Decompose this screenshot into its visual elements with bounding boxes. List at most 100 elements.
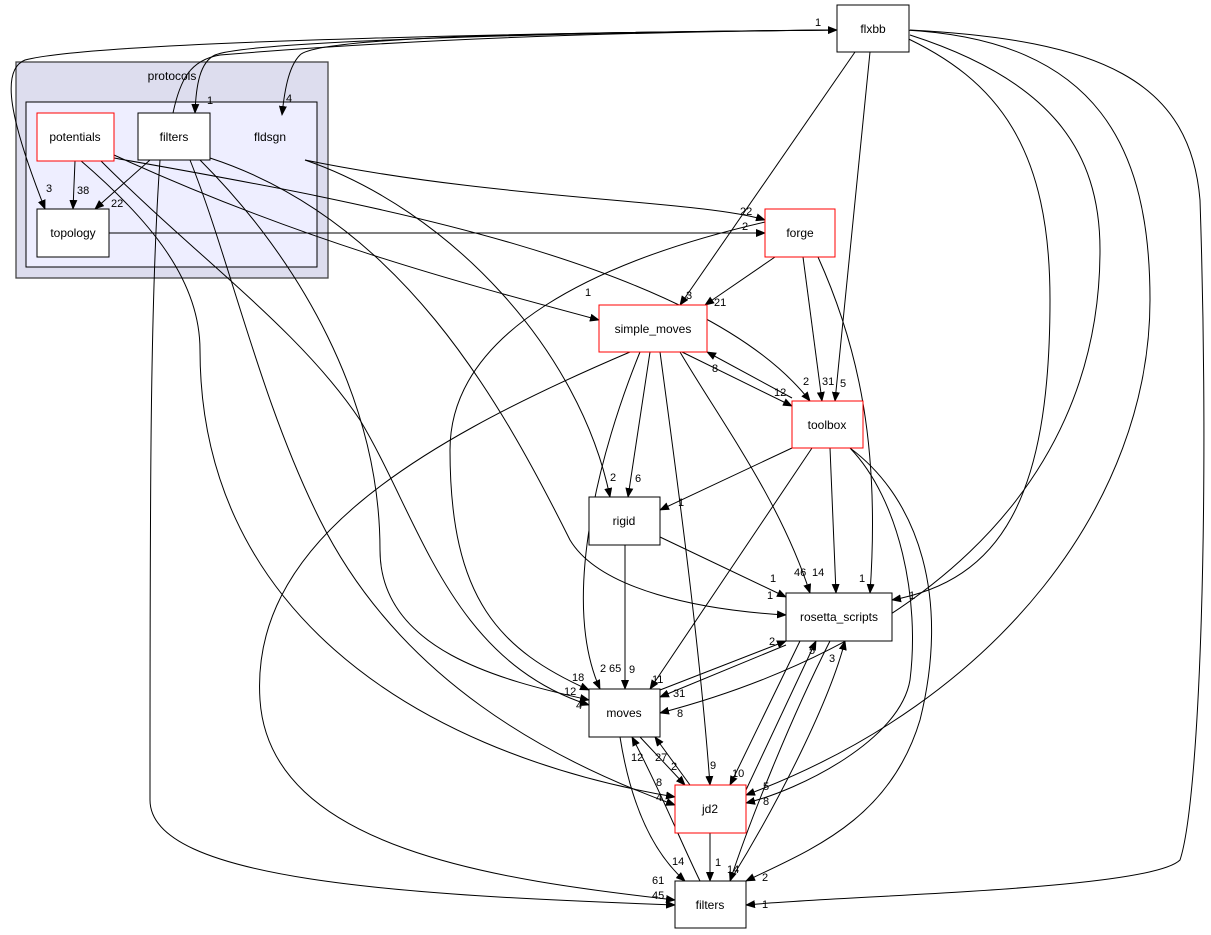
edge	[149, 159, 676, 909]
edge-label[interactable]: 2	[803, 376, 809, 388]
edge-label[interactable]: 8	[656, 777, 662, 789]
edge-label[interactable]: 8	[763, 796, 769, 808]
node-jd2[interactable]: jd2	[674, 784, 747, 834]
edge-label[interactable]: 45	[652, 890, 664, 902]
edge	[681, 351, 793, 407]
edge-label[interactable]: 1	[815, 17, 821, 29]
node-label: forge	[786, 226, 814, 240]
edge	[729, 640, 801, 786]
edge-label[interactable]: 1	[207, 95, 213, 107]
edge	[199, 159, 590, 702]
edge-label[interactable]: 2	[742, 221, 748, 233]
edge	[625, 351, 651, 498]
edge-label[interactable]: 9	[710, 760, 716, 772]
edge-label[interactable]: 14	[672, 856, 684, 868]
node-toolbox[interactable]: toolbox	[791, 400, 864, 449]
edge-label[interactable]: 18	[572, 672, 584, 684]
edge-label[interactable]: 5	[840, 378, 846, 390]
edge-label[interactable]: 2	[600, 663, 606, 675]
edge-label[interactable]: 12	[631, 752, 643, 764]
edge-label[interactable]: 27	[655, 752, 667, 764]
edge-label[interactable]: 1	[770, 573, 776, 585]
node-label: filters	[696, 898, 725, 912]
edge	[209, 157, 787, 619]
edge	[659, 34, 1101, 715]
edge-label[interactable]: 22	[740, 206, 752, 218]
edge-label[interactable]: 8	[677, 708, 683, 720]
edge	[79, 159, 676, 800]
edge-label[interactable]: 2	[762, 872, 768, 884]
edge-label[interactable]: 4	[286, 93, 292, 105]
edge	[802, 256, 825, 402]
edge-label[interactable]: 65	[609, 663, 621, 675]
edge-label[interactable]: 12	[774, 387, 786, 399]
edge	[659, 640, 787, 691]
node-potentials[interactable]: potentials	[36, 112, 115, 162]
cluster-fldsgn-label[interactable]: fldsgn	[254, 130, 286, 144]
edge-label[interactable]: 2	[610, 472, 616, 484]
edge-label[interactable]: 11	[652, 674, 663, 686]
edge-label[interactable]: 1	[767, 590, 773, 602]
edge-label[interactable]: 1	[859, 573, 865, 585]
edge-label[interactable]: 5	[809, 645, 815, 657]
edge	[304, 159, 613, 498]
edge	[729, 640, 831, 882]
edge-label[interactable]: 38	[77, 185, 89, 197]
node-rigid[interactable]: rigid	[588, 496, 661, 546]
node-forge[interactable]: forge	[764, 208, 836, 258]
node-flxbb[interactable]: flxbb	[836, 4, 910, 53]
edge	[745, 29, 1151, 796]
edge-label[interactable]: 4	[576, 700, 582, 712]
node-simple-moves[interactable]: simple_moves	[598, 304, 708, 353]
edge	[679, 351, 812, 594]
edge-label[interactable]: 10	[732, 768, 744, 780]
edge-label[interactable]: 31	[673, 688, 685, 700]
edge	[639, 736, 686, 786]
node-filters-protocols[interactable]: filters	[137, 112, 211, 161]
edge-label[interactable]: 61	[652, 875, 664, 887]
edge	[891, 34, 1051, 603]
edge-label[interactable]: 9	[629, 664, 635, 676]
edge	[172, 26, 838, 114]
edge-label[interactable]: 1	[585, 287, 591, 299]
node-filters[interactable]: filters	[674, 880, 747, 929]
edge-label[interactable]: 4	[656, 792, 662, 804]
node-rosetta-scripts[interactable]: rosetta_scripts	[785, 592, 893, 642]
edge	[189, 159, 676, 806]
edge	[745, 29, 1205, 909]
edges	[10, 26, 1205, 909]
edge-label[interactable]: 3	[46, 183, 52, 195]
edge-label[interactable]: 5	[763, 781, 769, 793]
edge-label[interactable]: 21	[714, 297, 726, 309]
node-topology[interactable]: topology	[36, 208, 110, 258]
edge-label[interactable]: 2	[671, 761, 677, 773]
edge	[69, 160, 78, 210]
edge	[304, 159, 766, 222]
edge-label[interactable]: 2	[769, 636, 775, 648]
edge-label[interactable]: 1	[762, 899, 768, 911]
node-label: jd2	[701, 802, 718, 816]
edge-label[interactable]: 3	[686, 290, 692, 302]
edge-label[interactable]: 8	[712, 363, 718, 375]
edge-label[interactable]: 1	[909, 590, 915, 602]
edge-label[interactable]: 14	[812, 567, 824, 579]
edge	[449, 221, 766, 691]
edge-label[interactable]: 46	[794, 567, 806, 579]
node-label: potentials	[49, 130, 100, 144]
edge	[659, 644, 787, 698]
edge-label[interactable]: 22	[111, 198, 123, 210]
edge-label[interactable]: 6	[635, 473, 641, 485]
edge-label[interactable]: 31	[822, 376, 834, 388]
edge-label[interactable]: 12	[564, 686, 576, 698]
edge	[745, 447, 913, 805]
edge	[831, 51, 871, 402]
edge-label[interactable]: 14	[727, 864, 739, 876]
edge-label[interactable]: 3	[829, 653, 835, 665]
edge	[631, 736, 701, 882]
edge-label[interactable]: 1	[715, 857, 721, 869]
node-moves[interactable]: moves	[588, 688, 661, 738]
edge	[278, 29, 838, 116]
node-label: rosetta_scripts	[800, 610, 878, 624]
edge-label[interactable]: 1	[678, 497, 684, 509]
edge	[745, 640, 817, 791]
